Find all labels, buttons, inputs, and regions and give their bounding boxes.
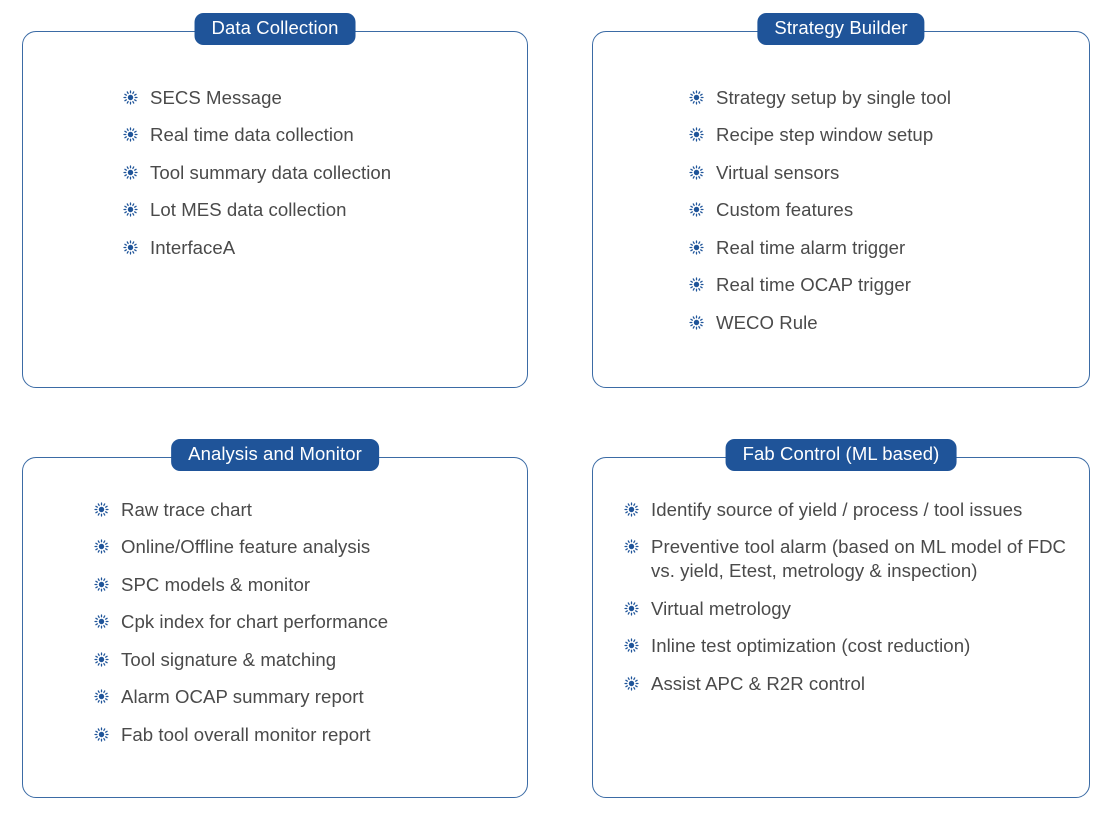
radiating-dot-icon	[94, 727, 109, 742]
list-item-label: Real time data collection	[150, 124, 354, 146]
feature-list-data-collection: SECS Message Real time data collection T…	[123, 86, 511, 260]
list-item-label: Strategy setup by single tool	[716, 87, 952, 108]
list-item: Virtual metrology	[624, 597, 1075, 621]
panel-analysis-and-monitor: Analysis and Monitor Raw trace chart Onl…	[22, 439, 528, 798]
list-item: InterfaceA	[123, 236, 511, 260]
list-item: Tool summary data collection	[123, 161, 511, 185]
list-item: Cpk index for chart performance	[94, 610, 513, 634]
list-item-label: Cpk index for chart performance	[121, 611, 389, 633]
list-item: Real time data collection	[123, 123, 511, 147]
list-item-label: SECS Message	[150, 87, 282, 108]
radiating-dot-icon	[689, 90, 704, 105]
list-item-label: Identify source of yield / process / too…	[651, 499, 1023, 520]
list-item-label: Fab tool overall monitor report	[121, 723, 371, 745]
radiating-dot-icon	[689, 165, 704, 180]
list-item-label: Raw trace chart	[121, 499, 252, 520]
list-item-label: Recipe step window setup	[716, 124, 934, 146]
list-item: Tool signature & matching	[94, 648, 513, 672]
radiating-dot-icon	[624, 638, 639, 654]
list-item-label: Lot MES data collection	[150, 199, 347, 221]
radiating-dot-icon	[94, 502, 109, 517]
radiating-dot-icon	[624, 601, 639, 616]
radiating-dot-icon	[624, 502, 639, 517]
list-item: Online/Offline feature analysis	[94, 535, 513, 559]
list-item-label: SPC models & monitor	[121, 573, 311, 595]
list-item: Virtual sensors	[689, 161, 1073, 185]
list-item-label: InterfaceA	[150, 236, 236, 258]
panel-data-collection: Data Collection SECS Message Real time d…	[22, 13, 528, 388]
radiating-dot-icon	[689, 277, 704, 293]
list-item: WECO Rule	[689, 311, 1073, 335]
radiating-dot-icon	[123, 127, 138, 143]
list-item: SPC models & monitor	[94, 573, 513, 597]
radiating-dot-icon	[123, 90, 138, 105]
list-item-label: Tool signature & matching	[121, 648, 337, 670]
radiating-dot-icon	[94, 577, 109, 592]
radiating-dot-icon	[94, 614, 109, 630]
panel-title-strategy-builder: Strategy Builder	[757, 13, 925, 45]
radiating-dot-icon	[123, 240, 138, 255]
radiating-dot-icon	[94, 689, 109, 705]
list-item: Fab tool overall monitor report	[94, 723, 513, 747]
list-item: Real time OCAP trigger	[689, 273, 1073, 297]
list-item: Preventive tool alarm (based on ML model…	[624, 535, 1075, 583]
radiating-dot-icon	[689, 315, 704, 330]
list-item: Identify source of yield / process / too…	[624, 498, 1075, 522]
radiating-dot-icon	[123, 165, 138, 180]
radiating-dot-icon	[624, 539, 639, 555]
list-item: Inline test optimization (cost reduction…	[624, 634, 1075, 658]
panel-title-fab-control: Fab Control (ML based)	[725, 439, 957, 471]
list-item: Real time alarm trigger	[689, 236, 1073, 260]
list-item: Alarm OCAP summary report	[94, 685, 513, 709]
list-item-label: Online/Offline feature analysis	[121, 536, 371, 558]
list-item-label: Real time OCAP trigger	[716, 274, 912, 296]
radiating-dot-icon	[689, 240, 704, 255]
list-item: Strategy setup by single tool	[689, 86, 1073, 110]
list-item-label: Assist APC & R2R control	[651, 672, 866, 694]
list-item-label: Virtual metrology	[651, 597, 792, 619]
list-item: Lot MES data collection	[123, 198, 511, 222]
list-item-label: Preventive tool alarm (based on ML model…	[651, 536, 1067, 582]
list-item-label: Virtual sensors	[716, 161, 840, 183]
list-item: Recipe step window setup	[689, 123, 1073, 147]
radiating-dot-icon	[624, 676, 639, 691]
list-item-label: Custom features	[716, 199, 854, 221]
panel-strategy-builder: Strategy Builder Strategy setup by singl…	[592, 13, 1090, 388]
list-item-label: WECO Rule	[716, 311, 818, 333]
radiating-dot-icon	[94, 652, 109, 667]
feature-list-analysis-and-monitor: Raw trace chart Online/Offline feature a…	[94, 498, 513, 747]
panel-fab-control: Fab Control (ML based) Identify source o…	[592, 439, 1090, 798]
list-item: Custom features	[689, 198, 1073, 222]
list-item-label: Tool summary data collection	[150, 161, 392, 183]
panel-title-analysis-and-monitor: Analysis and Monitor	[171, 439, 379, 471]
list-item-label: Inline test optimization (cost reduction…	[651, 635, 971, 657]
radiating-dot-icon	[689, 202, 704, 218]
list-item: SECS Message	[123, 86, 511, 110]
list-item-label: Real time alarm trigger	[716, 236, 906, 258]
list-item-label: Alarm OCAP summary report	[121, 686, 364, 708]
feature-list-fab-control: Identify source of yield / process / too…	[624, 498, 1075, 696]
list-item: Raw trace chart	[94, 498, 513, 522]
list-item: Assist APC & R2R control	[624, 672, 1075, 696]
radiating-dot-icon	[94, 539, 109, 555]
radiating-dot-icon	[689, 127, 704, 143]
radiating-dot-icon	[123, 202, 138, 218]
feature-list-strategy-builder: Strategy setup by single tool Recipe ste…	[689, 86, 1073, 335]
panel-title-data-collection: Data Collection	[194, 13, 356, 45]
